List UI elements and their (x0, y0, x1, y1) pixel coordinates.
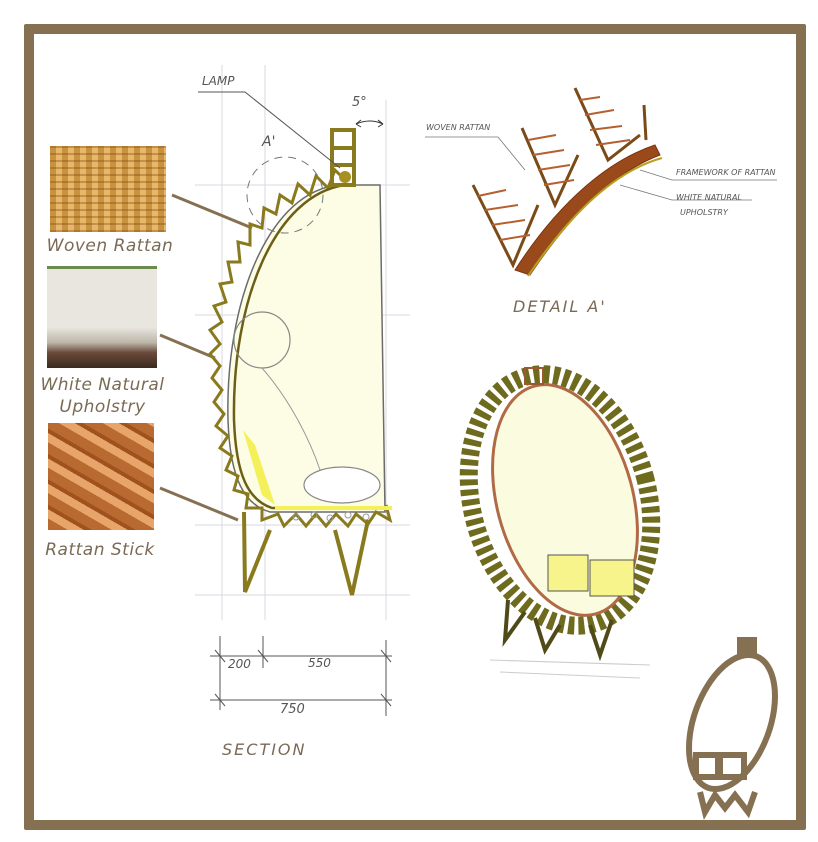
detail-title: DETAIL A' (513, 297, 607, 316)
rattan-stick-swatch (48, 423, 154, 530)
material-label-upholstery-line1: White Natural (40, 375, 165, 395)
material-label-woven-rattan: Woven Rattan (46, 236, 174, 256)
dimension-750: 750 (280, 702, 305, 717)
detail-reference-label: A' (262, 134, 276, 150)
annotation-framework: FRAMEWORK OF RATTAN (676, 168, 776, 177)
material-label-rattan-stick: Rattan Stick (45, 540, 155, 560)
annotation-woven-rattan: WOVEN RATTAN (426, 123, 491, 132)
angle-label: 5° (352, 95, 367, 110)
material-label-upholstery-line2: Upholstry (59, 397, 146, 417)
dimension-200: 200 (228, 657, 251, 671)
annotation-upholstery-1: WHITE NATURAL (676, 193, 742, 202)
upholstery-swatch (47, 266, 157, 368)
woven-rattan-swatch (50, 146, 166, 232)
dimension-550: 550 (308, 656, 331, 670)
section-title: SECTION (222, 740, 307, 759)
material-label-upholstery: White Natural Upholstry (30, 374, 175, 418)
lamp-label: LAMP (202, 74, 235, 88)
annotation-upholstery-2: UPHOLSTRY (680, 208, 728, 217)
